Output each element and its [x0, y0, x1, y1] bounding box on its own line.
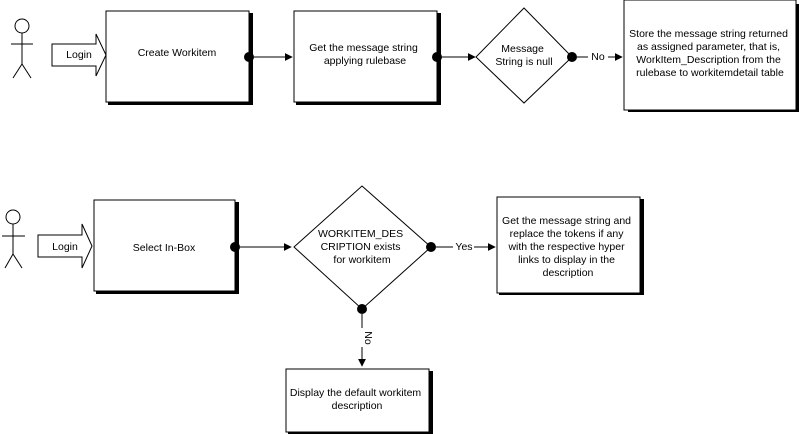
display-default-box: Display the default workitem description: [285, 368, 433, 434]
decision-message-null: Message String is null: [475, 7, 573, 104]
actor-icon-bottom: [2, 209, 25, 269]
get-message-label: Get the message string applying rulebase: [309, 42, 420, 67]
connector-3: [230, 242, 292, 252]
login-label-bottom: Login: [52, 241, 78, 253]
connector-no-bottom: No: [357, 304, 374, 367]
create-workitem-label: Create Workitem: [138, 47, 217, 59]
actor-icon-top: [11, 18, 33, 79]
login-label-top: Login: [66, 49, 92, 61]
no-label-bottom: No: [362, 331, 374, 345]
connector-1: [244, 52, 293, 62]
get-message-box: Get the message string applying rulebase: [293, 10, 441, 105]
get-message-replace-label: Get the message string and replace the t…: [502, 215, 634, 279]
select-inbox-box: Select In-Box: [93, 199, 239, 294]
store-message-box: Store the message string returned as ass…: [623, 0, 799, 112]
create-workitem-box: Create Workitem: [105, 10, 253, 105]
select-inbox-label: Select In-Box: [133, 242, 196, 254]
decision-description-exists: WORKITEM_DES CRIPTION exists for workite…: [293, 185, 432, 310]
get-message-replace-box: Get the message string and replace the t…: [496, 196, 644, 295]
connector-no-top: No: [567, 51, 623, 63]
login-arrow-top: Login: [51, 33, 107, 77]
connector-2: [432, 52, 476, 62]
login-arrow-bottom: Login: [37, 223, 93, 269]
connector-yes: Yes: [426, 241, 496, 253]
decision-message-null-label: Message String is null: [495, 43, 552, 68]
display-default-label: Display the default workitem description: [290, 387, 424, 412]
no-label-top: No: [591, 51, 605, 63]
store-message-label: Store the message string returned as ass…: [629, 28, 791, 79]
yes-label: Yes: [455, 241, 472, 253]
decision-description-label: WORKITEM_DES CRIPTION exists for workite…: [318, 228, 406, 266]
